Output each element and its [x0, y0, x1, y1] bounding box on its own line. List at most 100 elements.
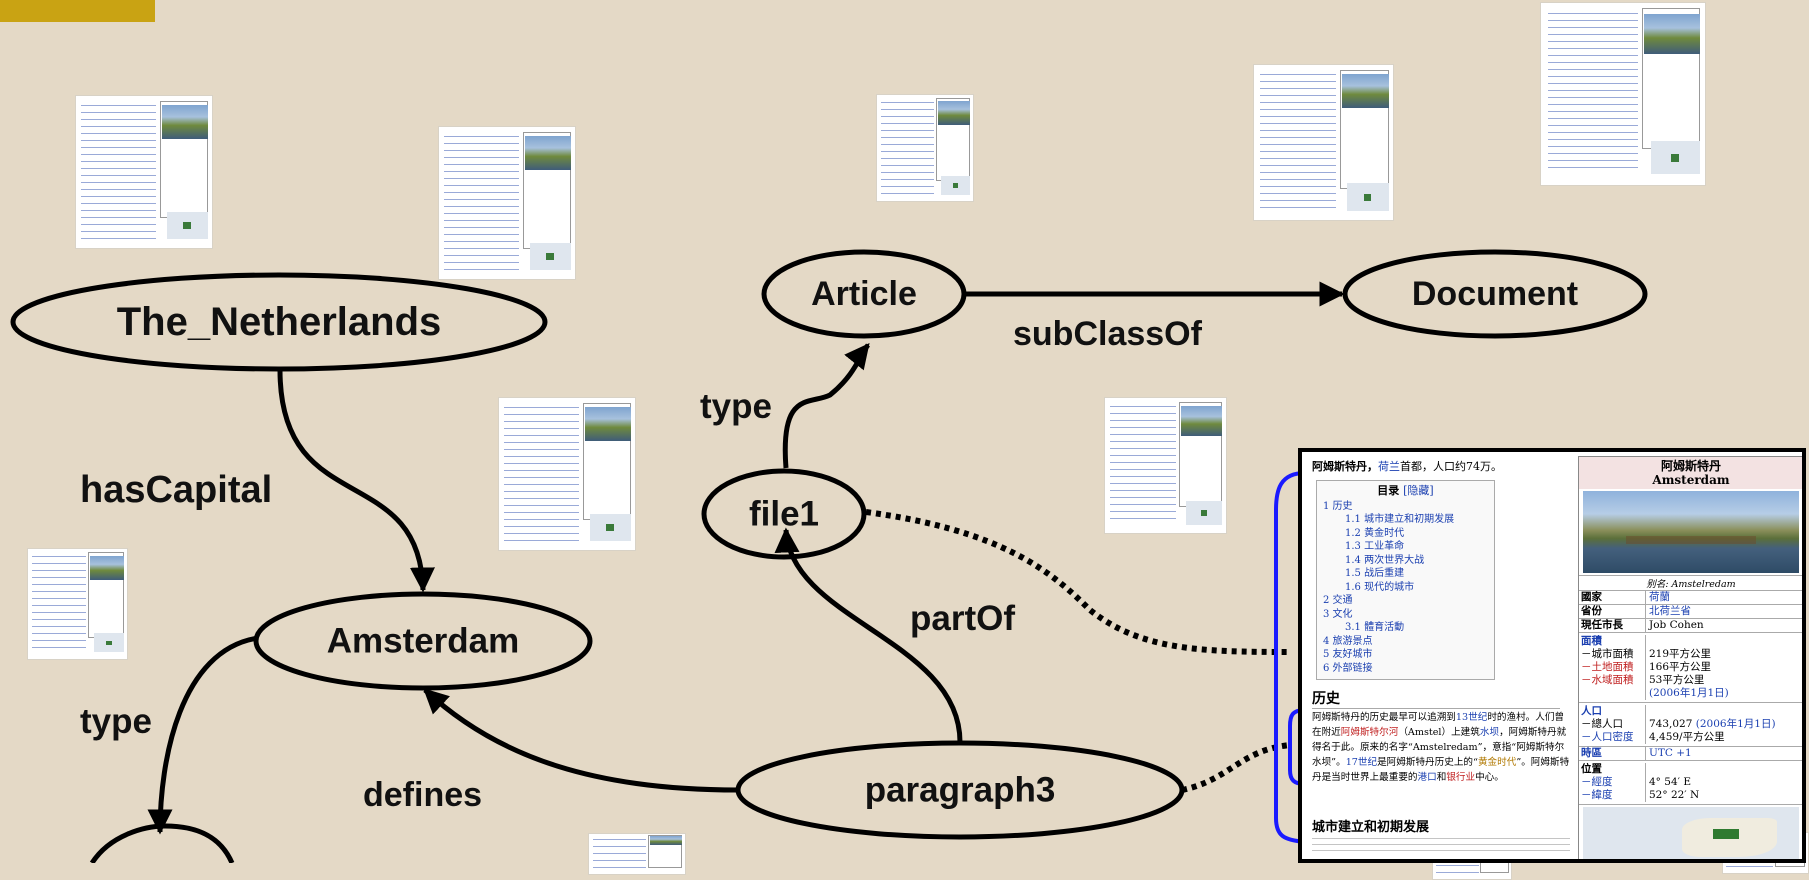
- infobox-row: 面積 －城市面積 －土地面積 －水域面積 219平方公里 166平方公里 53平…: [1579, 633, 1802, 703]
- pop-date-link[interactable]: (2006年1月1日): [1695, 718, 1776, 730]
- infobox-row: 人口 －總人口 －人口密度 743,027 (2006年1月1日) 4,459/…: [1579, 703, 1802, 747]
- toc-item[interactable]: 1.3 工业革命: [1345, 541, 1405, 552]
- timezone-key[interactable]: 時區: [1579, 747, 1646, 760]
- edge-label-hasCapital: hasCapital: [80, 469, 272, 511]
- node-article-label: Article: [811, 275, 917, 313]
- infobox-value: Job Cohen: [1649, 619, 1704, 631]
- article-intro: 阿姆斯特丹，荷兰首都，人口约74万。: [1312, 458, 1502, 474]
- pop-key[interactable]: 人口: [1581, 705, 1602, 717]
- area-city-key: －城市面積: [1581, 648, 1634, 660]
- infobox-row: 位置 －經度 －緯度 4° 54′ E 52° 22′ N: [1579, 761, 1802, 805]
- article-thumbnail: [1104, 397, 1227, 534]
- lon-key[interactable]: －經度: [1581, 776, 1613, 788]
- edge-defines: [423, 688, 739, 793]
- history-link[interactable]: 水坝: [1479, 727, 1500, 738]
- history-text: ”。阿姆斯特丹是当时世界上最重要的: [1312, 757, 1570, 783]
- toc-item[interactable]: 3 文化: [1323, 608, 1353, 620]
- area-water-key[interactable]: －水域面積: [1581, 674, 1634, 686]
- toc-item[interactable]: 1.2 黄金时代: [1345, 527, 1405, 539]
- table-of-contents: 目录 [隐藏] 1 历史 1.1 城市建立和初期发展 1.2 黄金时代 1.3 工业革…: [1316, 480, 1495, 680]
- article-thumbnail: [1540, 2, 1706, 186]
- edge-label-defines: defines: [363, 776, 482, 814]
- infobox-row: 省份北荷兰省: [1579, 605, 1802, 619]
- history-link[interactable]: 港口: [1417, 772, 1437, 783]
- node-document-label: Document: [1412, 275, 1578, 313]
- area-land-key[interactable]: －土地面積: [1581, 661, 1634, 673]
- paragraph-bracket: [1288, 708, 1306, 786]
- history-text: 阿姆斯特丹的历史最早可以追溯到: [1312, 712, 1456, 723]
- area-key[interactable]: 面積: [1581, 635, 1602, 647]
- history-link[interactable]: 阿姆斯特尔河: [1340, 727, 1399, 738]
- article-thumbnail: [27, 548, 128, 660]
- toc-item[interactable]: 1.4 两次世界大战: [1345, 554, 1425, 566]
- infobox-title-en: Amsterdam: [1652, 473, 1730, 487]
- article-thumbnail: [1253, 64, 1394, 221]
- node-file1: [701, 468, 867, 560]
- history-paragraph: 阿姆斯特丹的历史最早可以追溯到13世纪时的渔村。人们曾在附近阿姆斯特尔河（Ams…: [1312, 710, 1570, 785]
- intro-link[interactable]: 荷兰: [1378, 460, 1400, 473]
- history-text: ，阿姆斯特丹就得名于此。原来的名字“Amstelredam”，意指“阿姆斯特尔水…: [1312, 727, 1567, 768]
- toc-item[interactable]: 1.5 战后重建: [1345, 568, 1405, 579]
- history-text: 中心。: [1475, 772, 1504, 783]
- node-document: [1342, 249, 1648, 339]
- node-file1-label: file1: [749, 495, 819, 534]
- toc-item[interactable]: 1.1 城市建立和初期发展: [1345, 514, 1455, 525]
- article-bracket: [1274, 471, 1306, 844]
- history-text: 是阿姆斯特丹历史上的“: [1377, 757, 1478, 768]
- article-thumbnail: [498, 397, 636, 551]
- edge-label-partOf: partOf: [910, 599, 1015, 638]
- edge-label-type-amsterdam: type: [80, 702, 152, 741]
- history-link[interactable]: 黄金时代: [1477, 757, 1517, 768]
- infobox-key: 位置 －經度 －緯度: [1579, 763, 1646, 802]
- article-thumbnail: [438, 126, 576, 280]
- toc-hide-link[interactable]: [隐藏]: [1403, 484, 1434, 497]
- infobox-link[interactable]: 北荷兰省: [1649, 605, 1691, 617]
- article-thumbnail: [876, 94, 974, 202]
- infobox-value: 4° 54′ E 52° 22′ N: [1646, 763, 1699, 802]
- toc-item[interactable]: 5 友好城市: [1323, 649, 1373, 660]
- city-heading: 城市建立和初期发展: [1312, 820, 1430, 835]
- infobox-link[interactable]: 荷蘭: [1649, 591, 1670, 603]
- toc-item[interactable]: 1 历史: [1323, 500, 1353, 512]
- history-link[interactable]: 13世纪: [1455, 712, 1488, 723]
- area-date-link[interactable]: (2006年1月1日): [1649, 687, 1729, 699]
- toc-item[interactable]: 3.1 體育活動: [1345, 622, 1405, 633]
- toc-item[interactable]: 1.6 现代的城市: [1345, 581, 1415, 593]
- photo-caption: 别名: Amstelredam: [1579, 575, 1802, 591]
- infobox-row: 國家荷蘭: [1579, 591, 1802, 605]
- toc-item[interactable]: 2 交通: [1323, 595, 1353, 606]
- infobox-key: 人口 －總人口 －人口密度: [1579, 705, 1646, 744]
- history-text: 时的渔村。人们曾在附近: [1312, 712, 1565, 738]
- history-link[interactable]: 银行业: [1446, 772, 1476, 783]
- toc-title: 目录 [隐藏]: [1323, 484, 1488, 498]
- history-link[interactable]: 17世纪: [1345, 757, 1378, 768]
- dotted-link-paragraph3: [1181, 742, 1291, 793]
- lat-value: 52° 22′ N: [1649, 789, 1700, 801]
- area-land-value: 166平方公里: [1649, 661, 1712, 673]
- history-heading: 历史: [1312, 688, 1560, 709]
- article-thumbnail: [75, 95, 213, 249]
- pop-density-key[interactable]: －人口密度: [1581, 731, 1634, 743]
- logo-bar: [0, 0, 155, 22]
- intro-rest: 首都，人口约74万。: [1400, 460, 1502, 473]
- node-amsterdam: [253, 591, 593, 691]
- infobox-key: 面積 －城市面積 －土地面積 －水域面積: [1579, 635, 1646, 700]
- edge-partOf: [774, 527, 963, 743]
- lon-value: 4° 54′ E: [1649, 776, 1692, 788]
- intro-title: 阿姆斯特丹，: [1312, 460, 1378, 473]
- history-text: 和: [1436, 772, 1447, 783]
- edge-type-file1: [782, 343, 871, 469]
- infobox-value: 743,027 (2006年1月1日) 4,459/平方公里: [1646, 705, 1776, 744]
- toc-item[interactable]: 4 旅游景点: [1323, 635, 1373, 647]
- timezone-value[interactable]: UTC +1: [1649, 747, 1692, 759]
- toc-title-text: 目录: [1377, 484, 1400, 497]
- toc-item[interactable]: 6 外部链接: [1323, 662, 1373, 674]
- edge-hasCapital: [277, 369, 435, 593]
- toc-list: 1 历史 1.1 城市建立和初期发展 1.2 黄金时代 1.3 工业革命 1.4 两次世…: [1323, 500, 1488, 676]
- lat-key[interactable]: －緯度: [1581, 789, 1613, 801]
- city-text-cut: [1312, 835, 1570, 855]
- edge-label-type-file1: type: [700, 387, 772, 426]
